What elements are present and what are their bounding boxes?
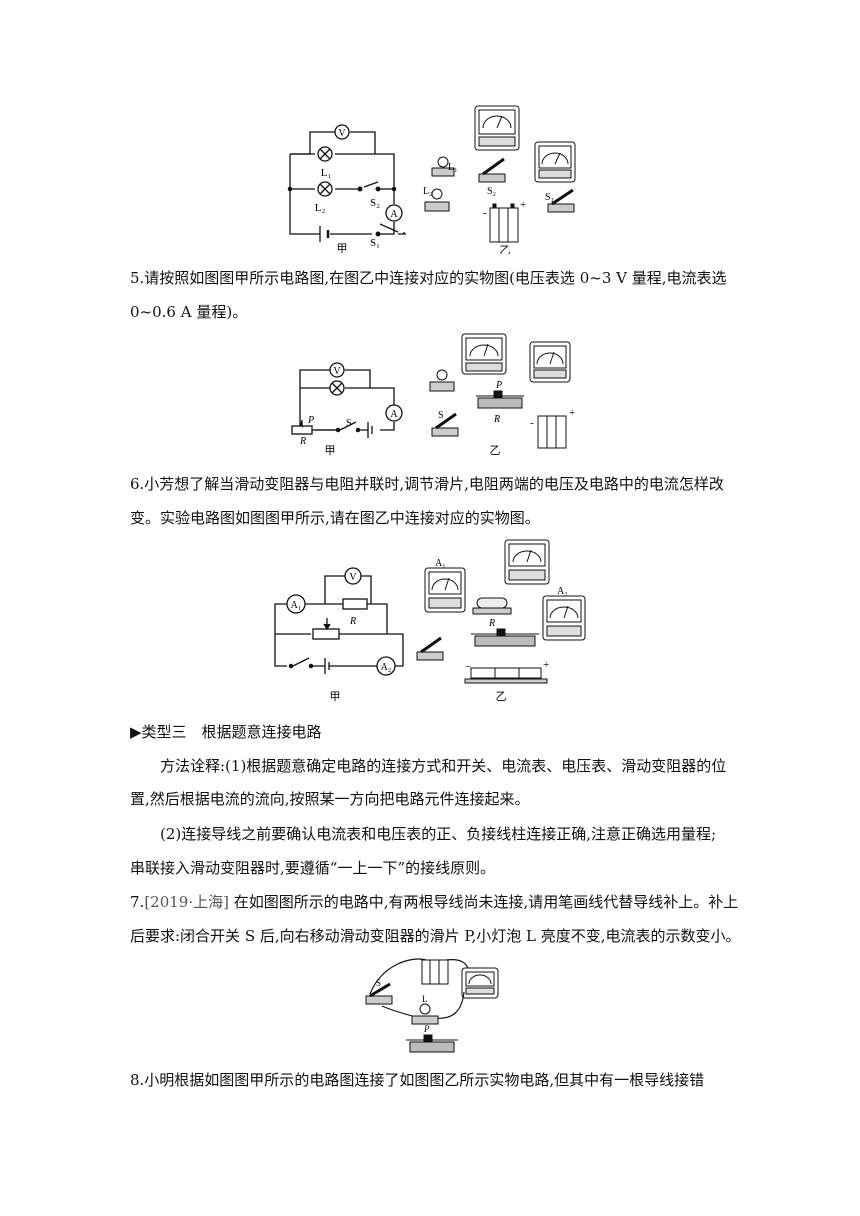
switch-s: [431, 412, 459, 437]
label-p: P: [307, 415, 314, 426]
figure-2: V A P R S 甲: [291, 333, 575, 457]
ammeter-symbol: A: [390, 209, 398, 220]
resistor-r: [472, 597, 512, 615]
q8-line-1: 8.小明根据如图图甲所示的电路图连接了如图图乙所示实物电路,但其中有一根导线接错: [130, 1071, 705, 1089]
q5-line-2: 0~0.6 A 量程)。: [130, 303, 248, 321]
battery-minus: -: [483, 207, 487, 219]
battery-4: [421, 959, 449, 985]
figure-4: S L P: [365, 958, 499, 1053]
q7-line-2: 后要求:闭合开关 S 后,向右移动滑动变阻器的滑片 P,小灯泡 L 亮度不变,电…: [130, 927, 741, 945]
battery-minus-2: -: [530, 417, 534, 429]
switch-3: [416, 636, 444, 661]
figure-3-components: [416, 539, 586, 684]
voltmeter-symbol-2: V: [333, 366, 341, 377]
ammeter-symbol-2: A: [390, 409, 398, 420]
caption-yi-3: 乙: [496, 690, 507, 703]
voltmeter-symbol-3: V: [349, 572, 357, 583]
switch-4: [365, 982, 393, 1005]
lamp-4: [411, 1003, 439, 1025]
battery-pack-2: [537, 415, 567, 449]
label-s2-physical: S₂: [487, 186, 496, 197]
method-p2-line-2: 串联接入滑动变阻器时,要遵循“一上一下”的接线原则。: [130, 859, 496, 877]
figure-4-components: [365, 958, 499, 1053]
label-s-4: S: [376, 978, 381, 988]
method-p2-line-1: (2)连接导线之前要确认电流表和电压表的正、负接线柱连接正确,注意正确选用量程;: [160, 825, 717, 843]
caption-yi: 乙: [500, 244, 511, 254]
meter-ammeter: [534, 141, 576, 183]
battery-plus-3: +: [543, 659, 549, 671]
label-r: R: [299, 436, 306, 447]
meter-ammeter-4: [461, 967, 499, 999]
q5-line-1: 5.请按照如图图甲所示电路图,在图乙中连接对应的实物图(电压表选 0~3 V 量…: [130, 269, 727, 287]
rheostat: [476, 390, 524, 409]
figure-3: A₁ V R A₂ 甲: [274, 539, 586, 703]
meter-ammeter-a2: [542, 595, 586, 641]
ammeter-a2-symbol: A₂: [381, 662, 392, 673]
battery-plus: +: [520, 199, 526, 211]
label-a1-physical: A₁: [435, 558, 446, 569]
figure-3-schematic: [274, 567, 404, 676]
switch-s1: [547, 188, 575, 213]
battery-pack: [489, 203, 519, 243]
lamp-l2: [424, 188, 450, 212]
ammeter-a1-symbol: A₁: [291, 600, 302, 611]
meter-voltmeter: [474, 105, 520, 151]
caption-jia-3: 甲: [330, 691, 341, 703]
figure-1-schematic: [287, 124, 406, 242]
label-p-4: P: [423, 1024, 430, 1034]
q7-text: 在如图图所示的电路中,有两根导线尚未连接,请用笔画线代替导线补上。补上: [228, 893, 739, 911]
section-heading: ▶类型三 根据题意连接电路: [130, 722, 322, 742]
q7-number: 7.: [130, 893, 145, 911]
label-p-physical: P: [495, 380, 502, 391]
label-l1: L₁: [321, 167, 332, 179]
caption-jia: 甲: [337, 243, 348, 254]
battery-plus-2: +: [569, 407, 575, 419]
voltmeter-symbol: V: [338, 128, 346, 139]
label-l2: L₂: [315, 202, 326, 214]
method-p1-line-2: 置,然后根据电流的流向,按照某一方向把电路元件连接起来。: [130, 790, 530, 808]
battery-3: [464, 667, 548, 684]
q6-line-1: 6.小芳想了解当滑动变阻器与电阻并联时,调节滑片,电阻两端的电压及电路中的电流怎…: [130, 475, 724, 493]
label-s: S: [346, 418, 352, 429]
figure-1-components: [424, 105, 576, 243]
triangle-marker-icon: ▶: [130, 723, 142, 741]
rheostat-3: [471, 628, 539, 647]
label-s1-physical: S₁: [545, 192, 554, 203]
meter-voltmeter-2: [461, 333, 507, 375]
label-r-physical-3: R: [488, 618, 495, 629]
label-l2-physical: L₂: [423, 186, 433, 197]
label-l-4: L: [422, 994, 428, 1004]
lamp: [429, 369, 455, 392]
caption-yi-2: 乙: [490, 444, 501, 457]
q7-line-1: 7.[2019·上海] 在如图图所示的电路中,有两根导线尚未连接,请用笔画线代替…: [130, 892, 738, 912]
label-s1: S₁: [370, 237, 380, 249]
meter-ammeter-2: [529, 341, 571, 383]
label-l1-physical: L₁: [448, 162, 458, 173]
q7-source: [2019·上海]: [144, 893, 229, 911]
q6-line-2: 变。实验电路图如图图甲所示,请在图乙中连接对应的实物图。: [130, 509, 540, 527]
method-p1-line-1: 方法诠释:(1)根据题意确定电路的连接方式和开关、电流表、电压表、滑动变阻器的位: [160, 757, 727, 775]
switch-s2: [478, 157, 506, 183]
label-r-3: R: [349, 616, 356, 627]
figure-2-components: [429, 333, 571, 449]
rheostat-4: [406, 1034, 458, 1053]
caption-jia-2: 甲: [325, 445, 336, 457]
figure-1: V L₁ L₂ S₂ A S₁ 甲: [287, 105, 576, 254]
battery-minus-3: −: [465, 661, 471, 673]
lamp-l1: [431, 156, 455, 177]
figure-2-schematic: [291, 362, 403, 438]
meter-ammeter-a1: [424, 567, 466, 613]
label-s-physical: S: [438, 410, 444, 421]
section-title: 类型三 根据题意连接电路: [141, 723, 322, 741]
label-r-physical: R: [493, 414, 500, 425]
meter-voltmeter-3: [504, 539, 550, 585]
label-a2-physical: A₂: [557, 586, 568, 597]
label-s2: S₂: [370, 197, 380, 209]
